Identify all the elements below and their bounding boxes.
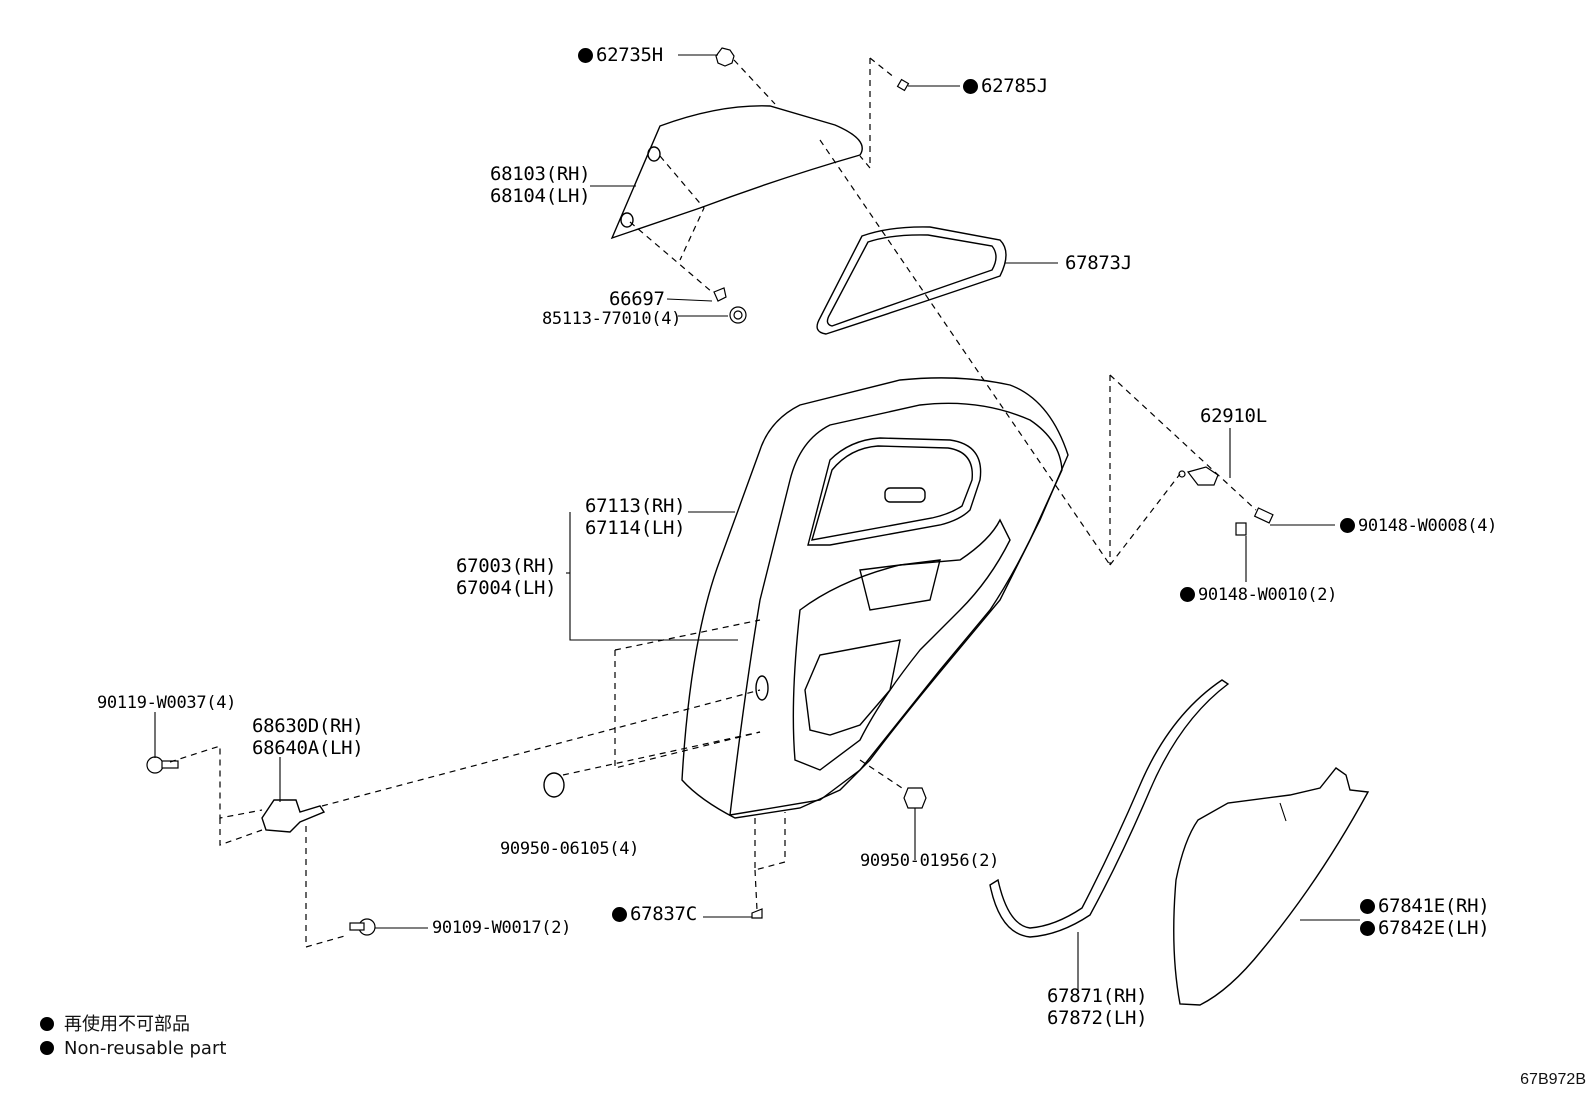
label-67873J: 67873J — [1065, 252, 1132, 274]
label-67837C: 67837C — [612, 903, 697, 925]
label-68103: 68103(RH) — [490, 163, 591, 185]
legend-en: Non-reusable part — [40, 1038, 226, 1059]
non-reusable-dot-icon — [40, 1041, 54, 1055]
non-reusable-dot-icon — [1340, 518, 1355, 533]
non-reusable-dot-icon — [1360, 899, 1375, 914]
label-68640A: 68640A(LH) — [252, 737, 364, 759]
fasteners — [146, 47, 1274, 936]
rear-door-panel — [681, 377, 1069, 819]
non-reusable-dot-icon — [612, 907, 627, 922]
label-90950-06105: 90950-06105(4) — [500, 839, 640, 859]
leader-lines — [154, 54, 1360, 990]
label-68104: 68104(LH) — [490, 185, 591, 207]
non-reusable-dot-icon — [40, 1017, 54, 1031]
non-reusable-dot-icon — [1360, 921, 1375, 936]
legend-jp: 再使用不可部品 — [40, 1010, 190, 1036]
door-weatherstrip — [989, 679, 1230, 938]
label-90148-W0010: 90148-W0010(2) — [1180, 584, 1337, 606]
label-67003: 67003(RH) — [456, 555, 557, 577]
label-67113: 67113(RH) — [585, 495, 686, 517]
label-67004: 67004(LH) — [456, 577, 557, 599]
door-trim-panel — [1173, 767, 1370, 1006]
label-67871: 67871(RH) — [1047, 985, 1148, 1007]
label-90950-01956: 90950-01956(2) — [860, 851, 1000, 871]
label-67114: 67114(LH) — [585, 517, 686, 539]
label-67872: 67872(LH) — [1047, 1007, 1148, 1029]
label-62910L: 62910L — [1200, 405, 1267, 427]
non-reusable-dot-icon — [963, 79, 978, 94]
non-reusable-dot-icon — [578, 48, 593, 63]
non-reusable-dot-icon — [1180, 587, 1195, 602]
door-hinge — [261, 799, 326, 833]
label-90148-W0008: 90148-W0008(4) — [1340, 515, 1497, 537]
label-66697: 66697 — [609, 288, 665, 310]
label-85113: 85113-77010(4) — [542, 309, 682, 329]
label-90109: 90109-W0017(2) — [432, 918, 572, 938]
label-62735H: 62735H — [578, 44, 663, 66]
label-67841E: 67841E(RH) — [1360, 895, 1490, 917]
assembly-lines — [169, 57, 1257, 948]
label-67842E: 67842E(LH) — [1360, 917, 1490, 939]
label-90119: 90119-W0037(4) — [97, 693, 237, 713]
label-68630D: 68630D(RH) — [252, 715, 364, 737]
diagram-code: 67B972B — [1520, 1071, 1586, 1088]
glass-weatherstrip — [816, 226, 1007, 335]
quarter-glass — [610, 105, 863, 240]
label-62785J: 62785J — [963, 75, 1048, 97]
